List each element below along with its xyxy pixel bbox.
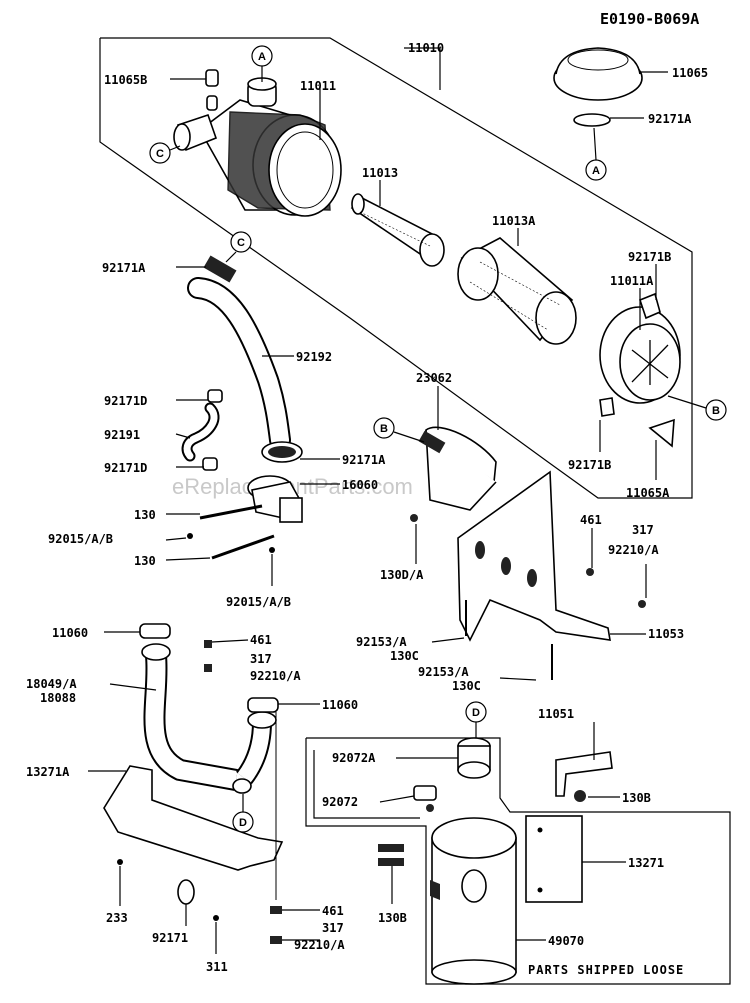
- label-11065A: 11065A: [626, 486, 670, 500]
- heat-shield: [103, 640, 284, 944]
- label-49070: 49070: [548, 934, 584, 948]
- parts-shipped-loose-frame: [305, 737, 731, 985]
- ref-circle-a-top: A: [251, 45, 273, 82]
- label-18088: 18088: [40, 691, 76, 705]
- svg-text:D: D: [472, 707, 480, 719]
- exhaust-pipe: [139, 623, 279, 794]
- mounting-plate: [410, 470, 646, 680]
- label-92192: 92192: [296, 350, 332, 364]
- label-11065B: 11065B: [104, 73, 147, 87]
- label-92171D-1: 92171D: [104, 394, 147, 408]
- label-317-left: 317: [250, 652, 272, 666]
- bolts: [187, 504, 275, 560]
- svg-text:C: C: [156, 148, 164, 160]
- label-233: 233: [106, 911, 128, 925]
- label-130B-2: 130B: [378, 911, 407, 925]
- label-13271A: 13271A: [26, 765, 70, 779]
- label-130C-2: 130C: [452, 679, 481, 693]
- label-130D: 130D/A: [380, 568, 424, 582]
- intake-hose: [187, 255, 303, 463]
- label-92171A-hose: 92171A: [102, 261, 146, 275]
- leader-lines: [88, 47, 668, 954]
- label-92015-2: 92015/A/B: [226, 595, 291, 609]
- diagram-code: E0190-B069A: [600, 10, 699, 28]
- muffler-outlet-clamp: [413, 737, 491, 812]
- label-11013A: 11013A: [492, 214, 536, 228]
- svg-text:A: A: [592, 165, 600, 177]
- label-317-bottom: 317: [322, 921, 344, 935]
- outer-filter-element: [457, 237, 577, 345]
- label-461-bottom: 461: [322, 904, 344, 918]
- label-23062: 23062: [416, 371, 452, 385]
- ref-circle-d-muffler: D: [465, 701, 487, 738]
- parts-shipped-loose-note: PARTS SHIPPED LOOSE: [528, 963, 684, 977]
- muffler: [430, 817, 517, 985]
- label-92072A: 92072A: [332, 751, 376, 765]
- label-130-1: 130: [134, 508, 156, 522]
- breather-hose: [181, 389, 223, 471]
- label-92171A-top: 92171A: [648, 112, 692, 126]
- label-16060: 16060: [342, 478, 378, 492]
- label-11013: 11013: [362, 166, 398, 180]
- svg-text:D: D: [239, 817, 247, 829]
- svg-text:B: B: [712, 405, 720, 417]
- label-92171A-mid: 92171A: [342, 453, 386, 467]
- label-92015-1: 92015/A/B: [48, 532, 113, 546]
- precleaner-cap: [553, 47, 643, 127]
- label-18049: 18049/A: [26, 677, 77, 691]
- intake-elbow: [247, 475, 303, 523]
- label-461-left: 461: [250, 633, 272, 647]
- ref-circle-b-band: B: [373, 417, 425, 443]
- ref-circle-a-bottom: A: [585, 127, 607, 181]
- air-cleaner-bracket-band: [418, 426, 497, 511]
- ref-circle-d-pipe: D: [232, 794, 254, 833]
- label-92210-left: 92210/A: [250, 669, 301, 683]
- ref-circle-b-cover: B: [667, 395, 727, 421]
- label-92153-1: 92153/A: [356, 635, 407, 649]
- svg-text:A: A: [258, 51, 266, 63]
- label-130B-1: 130B: [622, 791, 651, 805]
- label-11060-2: 11060: [322, 698, 358, 712]
- svg-text:B: B: [380, 423, 388, 435]
- label-92191: 92191: [104, 428, 140, 442]
- part-labels: 11010 11065B 11011 11065 92171A 11013 11…: [26, 41, 708, 974]
- label-461-right: 461: [580, 513, 602, 527]
- label-92153-2: 92153/A: [418, 665, 469, 679]
- inner-filter-element: [350, 193, 445, 267]
- label-11060-1: 11060: [52, 626, 88, 640]
- air-cleaner-assembly-frame: [99, 37, 693, 499]
- air-cleaner-body: [173, 69, 342, 217]
- ref-circle-c-hose: C: [225, 231, 252, 263]
- label-11010: 11010: [408, 41, 444, 55]
- label-13271: 13271: [628, 856, 664, 870]
- muffler-bracket: [378, 751, 613, 903]
- label-92171D-2: 92171D: [104, 461, 147, 475]
- label-130C-1: 130C: [390, 649, 419, 663]
- label-11053: 11053: [648, 627, 684, 641]
- label-311: 311: [206, 960, 228, 974]
- label-92072: 92072: [322, 795, 358, 809]
- label-92210-right: 92210/A: [608, 543, 659, 557]
- label-92171: 92171: [152, 931, 188, 945]
- svg-text:C: C: [237, 237, 245, 249]
- label-11011: 11011: [300, 79, 336, 93]
- label-92171B-bottom: 92171B: [568, 458, 611, 472]
- label-11011A: 11011A: [610, 274, 654, 288]
- label-317-right: 317: [632, 523, 654, 537]
- label-92171B-top: 92171B: [628, 250, 671, 264]
- label-130-2: 130: [134, 554, 156, 568]
- label-11051: 11051: [538, 707, 574, 721]
- label-92210-bottom: 92210/A: [294, 938, 345, 952]
- ref-circle-c-top: C: [149, 142, 181, 164]
- air-cleaner-cover: [599, 292, 681, 448]
- label-11065: 11065: [672, 66, 708, 80]
